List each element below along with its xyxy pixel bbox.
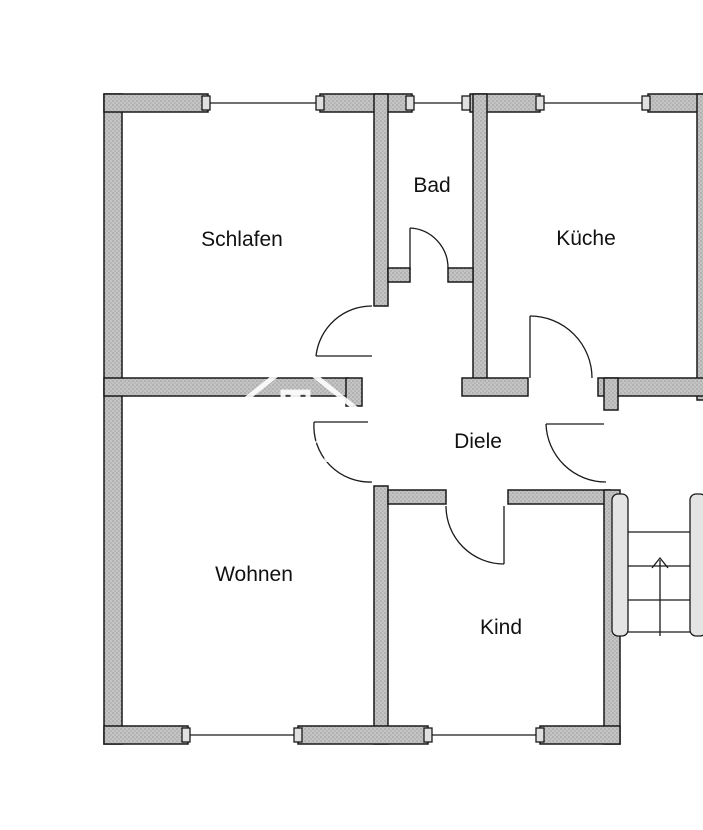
wall-top-4 xyxy=(647,93,703,113)
room-label-kind: Kind xyxy=(480,616,522,639)
wall-bottom-2 xyxy=(297,725,429,745)
wall-kueche-bottom-right xyxy=(597,377,703,397)
room-label-diele: Diele xyxy=(454,430,502,453)
windows xyxy=(181,95,651,743)
wall-schlafen-bad xyxy=(373,93,389,307)
wall-kind-top-right xyxy=(507,489,611,505)
room-label-bad: Bad xyxy=(413,174,450,197)
door-bad xyxy=(409,227,449,270)
wall-kind-top-left xyxy=(387,489,447,505)
wall-bad-kueche xyxy=(472,93,488,395)
door-kind xyxy=(445,505,505,565)
room-label-schlafen: Schlafen xyxy=(201,228,283,251)
wall-bad-bottom-right xyxy=(447,267,474,283)
wall-wohnen-kind xyxy=(373,485,389,745)
wall-bad-bottom-left xyxy=(387,267,411,283)
wall-bottom-1 xyxy=(103,725,189,745)
room-label-kueche: Küche xyxy=(556,227,616,250)
watermark-text: ohne-makler xyxy=(181,422,462,473)
room-label-wohnen: Wohnen xyxy=(215,563,293,586)
doors xyxy=(313,227,607,565)
wall-kueche-bottom-left xyxy=(461,377,529,397)
watermark-logo xyxy=(228,356,422,418)
wall-right-kueche xyxy=(696,93,703,401)
walls xyxy=(103,93,703,745)
wall-schlafen-wohnen xyxy=(103,377,349,397)
wall-diele-stub-2 xyxy=(603,377,619,411)
wall-left-outer xyxy=(103,93,123,745)
staircase xyxy=(611,493,703,637)
door-kueche xyxy=(529,315,593,379)
wall-top-1 xyxy=(103,93,209,113)
door-diele-entrance xyxy=(545,423,607,483)
wall-top-2 xyxy=(319,93,413,113)
door-wohnen xyxy=(313,421,373,483)
wall-bottom-3 xyxy=(539,725,621,745)
door-schlafen xyxy=(315,305,373,357)
